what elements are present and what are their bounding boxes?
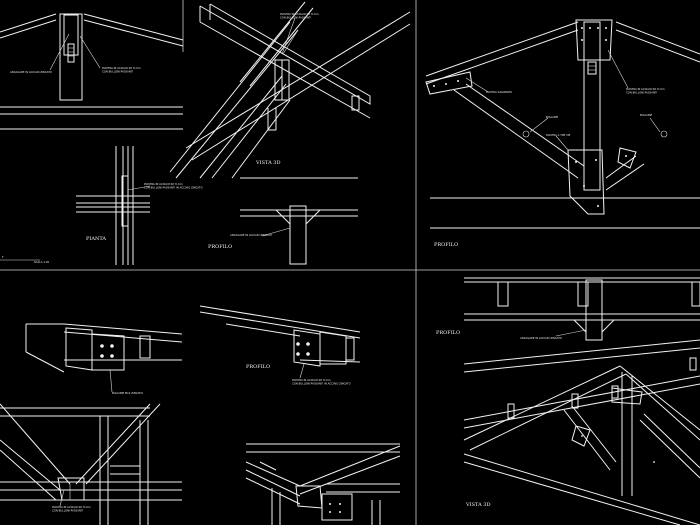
svg-text:BULLONE: BULLONE bbox=[546, 115, 558, 119]
beam-plate-profile: PIASTRA IN ACCIAIO SP. 8 mm CON BULLONI … bbox=[199, 305, 361, 386]
rafter-joint-3d-view: PIASTRA IN ACCIAIO SP. 8 mm CON BULLONI … bbox=[169, 1, 411, 179]
svg-text:CON BULLONI PASSANTI IN ACCIAI: CON BULLONI PASSANTI IN ACCIAIO ZINCATO bbox=[292, 382, 351, 386]
svg-text:PIASTRA A TRE VIE: PIASTRA A TRE VIE bbox=[546, 133, 571, 137]
profile-section-right-lower: ANGOLARE IN ACCIAIO ZINCATO PROFILO bbox=[436, 277, 700, 341]
roof-structure-3d-view: VISTA 3D bbox=[463, 339, 700, 525]
svg-text:SCALA 1:20: SCALA 1:20 bbox=[34, 260, 50, 264]
svg-text:PIASTRA IN ACCIAIO SP. 8 mm: PIASTRA IN ACCIAIO SP. 8 mm bbox=[52, 505, 91, 509]
svg-text:PIASTRA IN ACCIAIO SP. 8 mm: PIASTRA IN ACCIAIO SP. 8 mm bbox=[102, 66, 141, 70]
svg-text:PIASTRA IN ACCIAIO SP. 8 mm: PIASTRA IN ACCIAIO SP. 8 mm bbox=[292, 378, 331, 382]
label-vista-3d-bottom: VISTA 3D bbox=[465, 502, 490, 508]
ridge-truss-elevation: PIASTRA IN ACCIAIO SP. 8 mm CON BULLONI … bbox=[425, 19, 700, 248]
plan-view-post-beam: PIASTRA IN ACCIAIO SP. 8 mm CON BULLONI … bbox=[0, 146, 203, 265]
svg-text:PIASTRA IN ACCIAIO SP. 8 mm: PIASTRA IN ACCIAIO SP. 8 mm bbox=[626, 87, 665, 91]
profile-section-top: ANGOLARE IN ACCIAIO ZINCATO PROFILO bbox=[208, 177, 358, 265]
svg-text:BULLONE: BULLONE bbox=[640, 113, 652, 117]
svg-text:CON BULLONI PASSANTI: CON BULLONI PASSANTI bbox=[626, 91, 657, 95]
svg-text:CON BULLONI PASSANTI IN ACCIAI: CON BULLONI PASSANTI IN ACCIAIO ZINCATO bbox=[144, 186, 203, 190]
truss-joint-3d-lower: PIASTRA IN ACCIAIO SP. 8 mm CON BULLONI … bbox=[0, 403, 182, 525]
label-profilo-right: PROFILO bbox=[434, 242, 458, 248]
svg-text:PIASTRA IN ACCIAIO SP. 8 mm: PIASTRA IN ACCIAIO SP. 8 mm bbox=[144, 182, 183, 186]
svg-text:ANGOLARE IN ACCIAIO ZINCATO: ANGOLARE IN ACCIAIO ZINCATO bbox=[230, 233, 272, 237]
svg-text:ANGOLARE IN ACCIAIO ZINCATO: ANGOLARE IN ACCIAIO ZINCATO bbox=[10, 70, 52, 74]
label-profilo-mid: PROFILO bbox=[246, 364, 270, 370]
svg-text:PIASTRA SAGOMATA: PIASTRA SAGOMATA bbox=[486, 90, 512, 94]
svg-text:PIASTRA IN ACCIAIO SP. 8 mm: PIASTRA IN ACCIAIO SP. 8 mm bbox=[280, 12, 319, 16]
svg-text:BULLONE M12 ZINCATO: BULLONE M12 ZINCATO bbox=[112, 391, 143, 395]
label-vista-3d-top: VISTA 3D bbox=[255, 160, 280, 166]
svg-text:CON BULLONI PASSANTI: CON BULLONI PASSANTI bbox=[52, 509, 83, 513]
label-profilo-top: PROFILO bbox=[208, 244, 232, 250]
svg-text:CON BULLONI PASSANTI: CON BULLONI PASSANTI bbox=[102, 70, 133, 74]
svg-text:CON BULLONI PASSANTI: CON BULLONI PASSANTI bbox=[280, 16, 311, 20]
label-pianta: PIANTA bbox=[86, 236, 106, 242]
label-profilo-right-lower: PROFILO bbox=[436, 330, 460, 336]
beam-end-3d-view: BULLONE M12 ZINCATO bbox=[25, 323, 183, 395]
ridge-joint-elevation: ANGOLARE IN ACCIAIO ZINCATO PIASTRA IN A… bbox=[0, 13, 184, 130]
svg-text:F: F bbox=[2, 255, 4, 259]
svg-text:ANGOLARE IN ACCIAIO ZINCATO: ANGOLARE IN ACCIAIO ZINCATO bbox=[520, 336, 562, 340]
truss-apex-3d-view bbox=[245, 443, 401, 525]
